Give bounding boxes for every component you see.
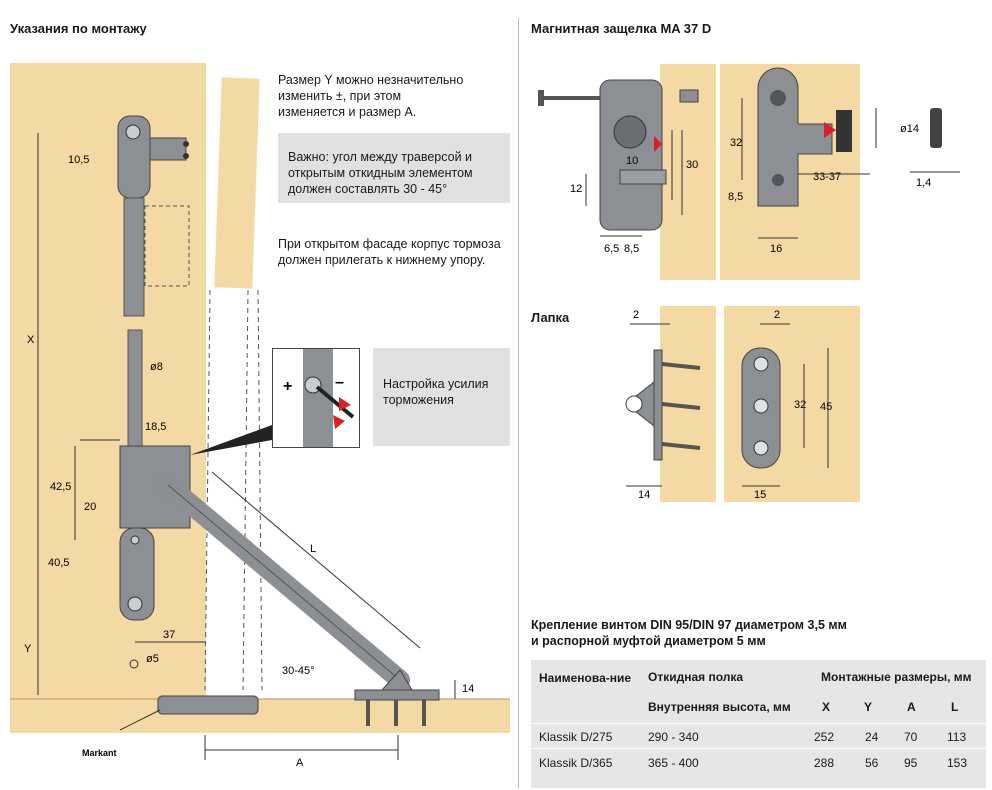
table-row-2-height: 365 - 400 [648, 756, 699, 770]
table-row-1-x: 252 [814, 730, 835, 744]
cabinet-side-panel [10, 63, 206, 699]
mag-dim-8-5: 8,5 [624, 243, 639, 255]
dim-x-label: X [27, 334, 35, 346]
important-note: Важно: угол между траверсой и открытым о… [278, 133, 510, 203]
lapka-section-title: Лапка [531, 310, 570, 325]
dim-37: 37 [163, 629, 175, 641]
dim-10-5: 10,5 [68, 154, 89, 166]
dim-A: A [296, 757, 304, 769]
mag-dim-6-5: 6,5 [604, 243, 619, 255]
markant-stop [157, 695, 259, 715]
table-row-1-a: 70 [904, 730, 918, 744]
dim-d8: ø8 [150, 361, 163, 373]
markant-label: Markant [82, 748, 117, 758]
section-divider [518, 18, 519, 788]
table-row-1-name: Klassik D/275 [539, 730, 613, 744]
lapka-dim-2b: 2 [774, 309, 780, 321]
bottom-fitting [354, 689, 440, 701]
svg-text:–: – [335, 374, 344, 391]
table-row-1-y: 24 [865, 730, 879, 744]
lapka-dim-14: 14 [638, 489, 650, 501]
mounting-diagram: X Y 10,5 ø8 18,5 42,5 20 40,5 37 ø5 L 30… [10, 63, 510, 769]
dim-14: 14 [462, 683, 474, 695]
col-l: L [951, 700, 959, 714]
table-row-1-height: 290 - 340 [648, 730, 699, 744]
mag-dim-8-5b: 8,5 [728, 191, 743, 203]
open-flap-note: При открытом фасаде корпус тормоза долже… [278, 237, 501, 267]
table-row-2-l: 153 [947, 756, 968, 770]
mag-dim-33-37: 33-37 [813, 171, 841, 183]
dim-18-5: 18,5 [145, 421, 166, 433]
dim-20: 20 [84, 501, 96, 513]
dim-40-5: 40,5 [48, 557, 69, 569]
catch-body [599, 79, 663, 231]
svg-text:+: + [283, 378, 292, 395]
lapka-dim-2a: 2 [633, 309, 639, 321]
lapka-dim-15: 15 [754, 489, 766, 501]
mag-dim-10: 10 [626, 155, 638, 167]
mag-dim-32: 32 [730, 137, 742, 149]
table-header-shelf: Откидная полка [648, 670, 744, 684]
magnet-catch-diagram: 30 10 12 6,5 8,5 32 8,5 33-37 16 ø14 1,4 [538, 64, 960, 280]
table-header-inner: Внутренняя высота, мм [648, 700, 791, 714]
dim-L: L [310, 543, 316, 555]
lapka-dim-32: 32 [794, 399, 806, 411]
piston-rod [127, 329, 143, 449]
table-row-2-x: 288 [814, 756, 835, 770]
adjustment-inset: + – [272, 348, 360, 448]
flap-panel [214, 77, 260, 289]
magnet-section-title: Магнитная защелка MA 37 D [531, 21, 712, 36]
fixing-line-1: Крепление винтом DIN 95/DIN 97 диаметром… [531, 618, 847, 632]
mag-dim-14: ø14 [900, 123, 919, 135]
table-header-mount: Монтажные размеры, мм [821, 670, 972, 684]
table-row-2-a: 95 [904, 756, 918, 770]
fixing-line-2: и распорной муфтой диаметром 5 мм [531, 634, 766, 648]
dimension-note: Размер Y можно незначительно изменить ±,… [278, 73, 464, 119]
table-row-2-y: 56 [865, 756, 879, 770]
mag-dim-12: 12 [570, 183, 582, 195]
left-section-title: Указания по монтажу [10, 21, 147, 36]
counter-plate [930, 108, 942, 148]
col-y: Y [864, 700, 873, 714]
dim-d5: ø5 [146, 653, 159, 665]
table-header-name: Наименова-ние [539, 671, 632, 685]
mag-dim-16: 16 [770, 243, 782, 255]
angle-label: 30-45° [282, 665, 315, 677]
dim-42-5: 42,5 [50, 481, 71, 493]
col-x: X [822, 700, 831, 714]
cabinet-bottom-panel [10, 699, 510, 733]
lapka-dim-45: 45 [820, 401, 832, 413]
table-row-2-name: Klassik D/365 [539, 756, 613, 770]
table-row-1-l: 113 [947, 730, 967, 744]
mag-dim-1-4: 1,4 [916, 177, 931, 189]
spec-table-container: Наименова-ние Откидная полка Внутренняя … [531, 660, 986, 788]
lapka-diagram: 2 14 2 32 45 15 [625, 306, 860, 502]
force-adjust-label: Настройка усилия торможения [373, 348, 510, 446]
col-a: A [907, 700, 916, 714]
dim-y-label: Y [24, 643, 32, 655]
mag-dim-30: 30 [686, 159, 698, 171]
